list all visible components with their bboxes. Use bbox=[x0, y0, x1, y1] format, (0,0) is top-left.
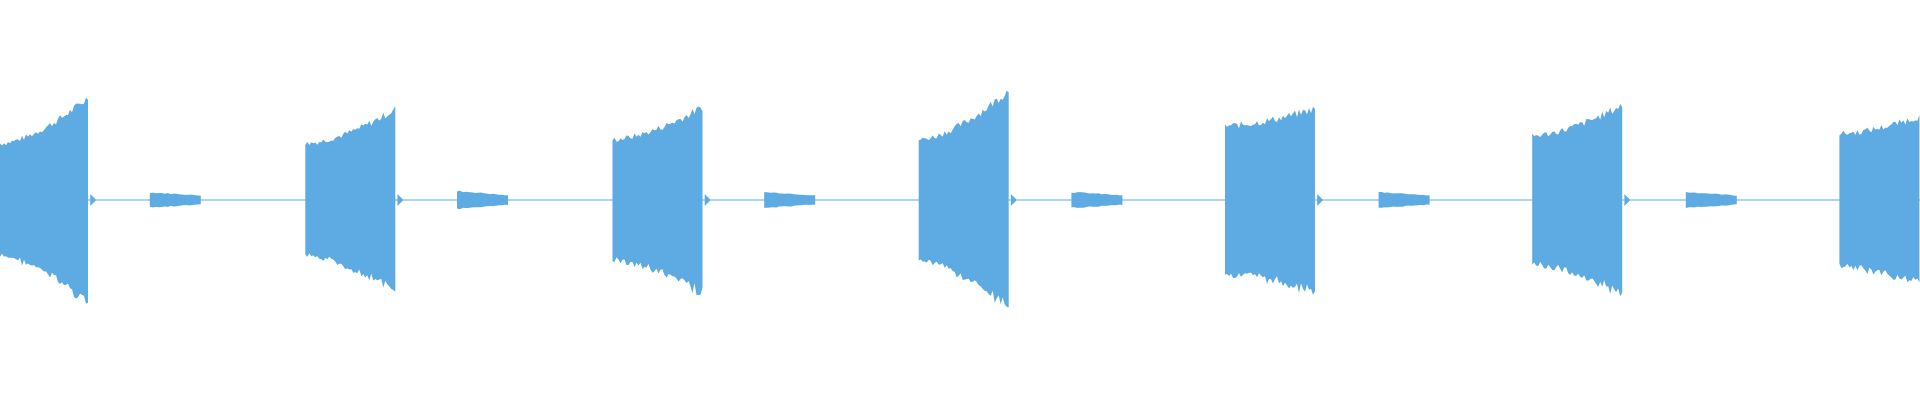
waveform-burst bbox=[1225, 106, 1315, 295]
waveform-burst-tail bbox=[1010, 194, 1017, 206]
waveform-burst-tail bbox=[397, 194, 404, 206]
waveform-burst-tail bbox=[90, 194, 97, 206]
waveform-blip bbox=[1378, 192, 1430, 208]
waveform-burst bbox=[612, 106, 703, 296]
waveform-segments bbox=[0, 90, 1920, 308]
waveform-blip bbox=[764, 192, 816, 208]
waveform-blip bbox=[149, 192, 201, 208]
waveform-burst-tail bbox=[704, 194, 711, 206]
waveform-blip bbox=[1071, 192, 1123, 208]
waveform-burst bbox=[918, 90, 1009, 308]
waveform-blip bbox=[457, 190, 508, 210]
waveform-burst-tail bbox=[1317, 194, 1324, 206]
waveform-burst bbox=[305, 106, 396, 292]
waveform-burst bbox=[0, 97, 88, 304]
waveform-blip bbox=[1685, 192, 1737, 208]
waveform-burst bbox=[1839, 114, 1920, 283]
waveform-burst bbox=[1532, 103, 1623, 297]
waveform-burst-tail bbox=[1624, 194, 1631, 206]
